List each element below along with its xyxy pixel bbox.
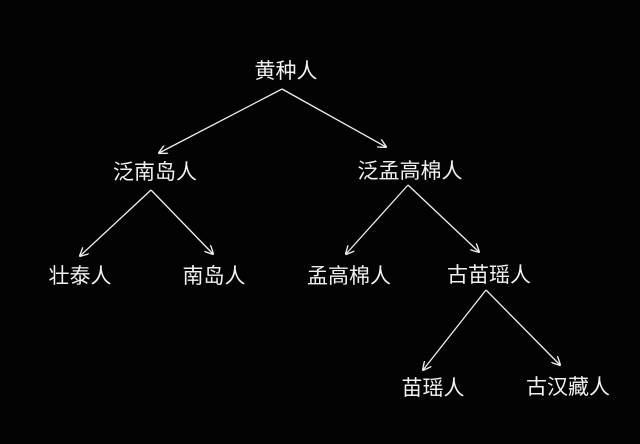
arrow-pan_mon_khmer-to-mon_khmer [346,184,409,254]
node-pan-mon-khmer: 泛孟高棉人 [358,159,463,183]
node-zhuang-tai: 壮泰人 [49,264,112,288]
node-miao-yao: 苗瑶人 [402,376,465,400]
arrow-pan_mon_khmer-to-ancient_miao_yao [407,184,479,252]
arrow-ancient_miao_yao-to-ancient_sino_tibetan [485,289,560,365]
arrow-ancient_miao_yao-to-miao_yao [423,289,487,370]
node-austronesian: 南岛人 [183,264,246,288]
arrow-root-to-pan_austronesian [159,88,283,153]
node-root: 黄种人 [255,59,318,83]
arrow-pan_austronesian-to-zhuang_tai [80,189,152,256]
node-ancient-miao-yao: 古苗瑶人 [447,263,531,287]
node-mon-khmer: 孟高棉人 [307,264,391,288]
node-ancient-sino-tibetan: 古汉藏人 [526,375,610,399]
arrow-pan_austronesian-to-austronesian [150,189,213,254]
node-pan-austronesian: 泛南岛人 [113,160,197,184]
arrow-root-to-pan_mon_khmer [281,88,386,147]
